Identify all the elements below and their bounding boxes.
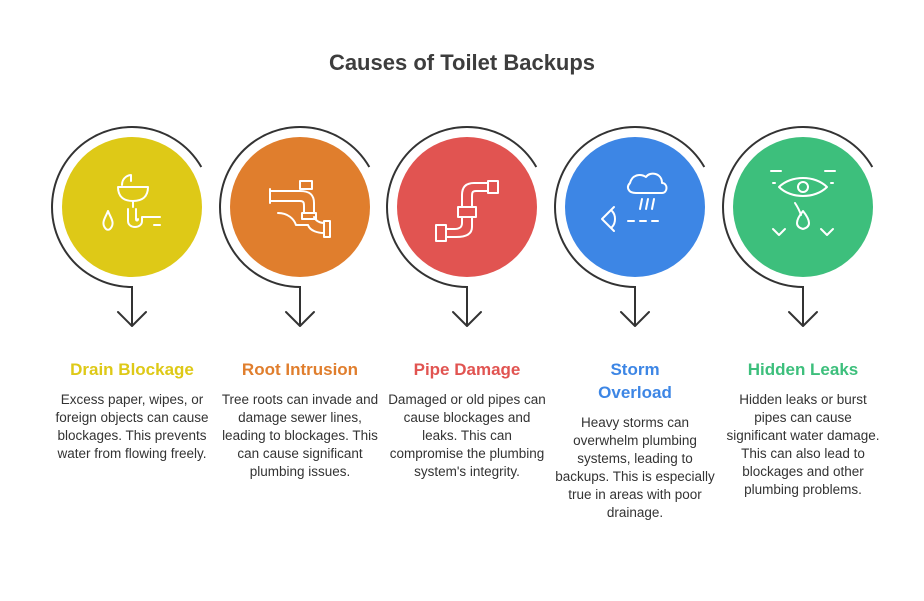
ring-outline [386,126,538,325]
eye-leak-drop-icon [770,170,836,236]
down-arrow-icon [788,311,818,327]
step-description: Heavy storms can overwhelm plumbing syst… [555,415,715,520]
step-description: Damaged or old pipes can cause blockages… [388,392,546,479]
step-heading: Root Intrusion [241,360,359,379]
ring-outline [722,126,874,325]
ring-outline [51,126,203,325]
ring-outline [554,126,706,325]
step-heading: Drain Blockage [70,360,194,379]
step-description: Hidden leaks or burst pipes can cause si… [726,392,880,497]
page-title: Causes of Toilet Backups [328,50,596,75]
step-heading: Hidden Leaks [747,360,859,379]
down-arrow-icon [117,311,147,327]
storm-cloud-icon [601,172,668,232]
pipe-bend-icon [435,180,499,242]
ring-outline [219,126,371,325]
step-description: Excess paper, wipes, or foreign objects … [55,392,209,461]
down-arrow-icon [452,311,482,327]
step-disc [733,137,873,277]
step-description: Tree roots can invade and damage sewer l… [221,392,379,479]
step-disc [230,137,370,277]
step-heading: Pipe Damage [413,360,521,379]
sink-drip-pipe-icon [102,174,161,231]
down-arrow-icon [285,311,315,327]
pipe-elbows-icon [269,180,331,238]
step-heading: Storm Overload [598,360,672,402]
step-disc [565,137,705,277]
down-arrow-icon [620,311,650,327]
